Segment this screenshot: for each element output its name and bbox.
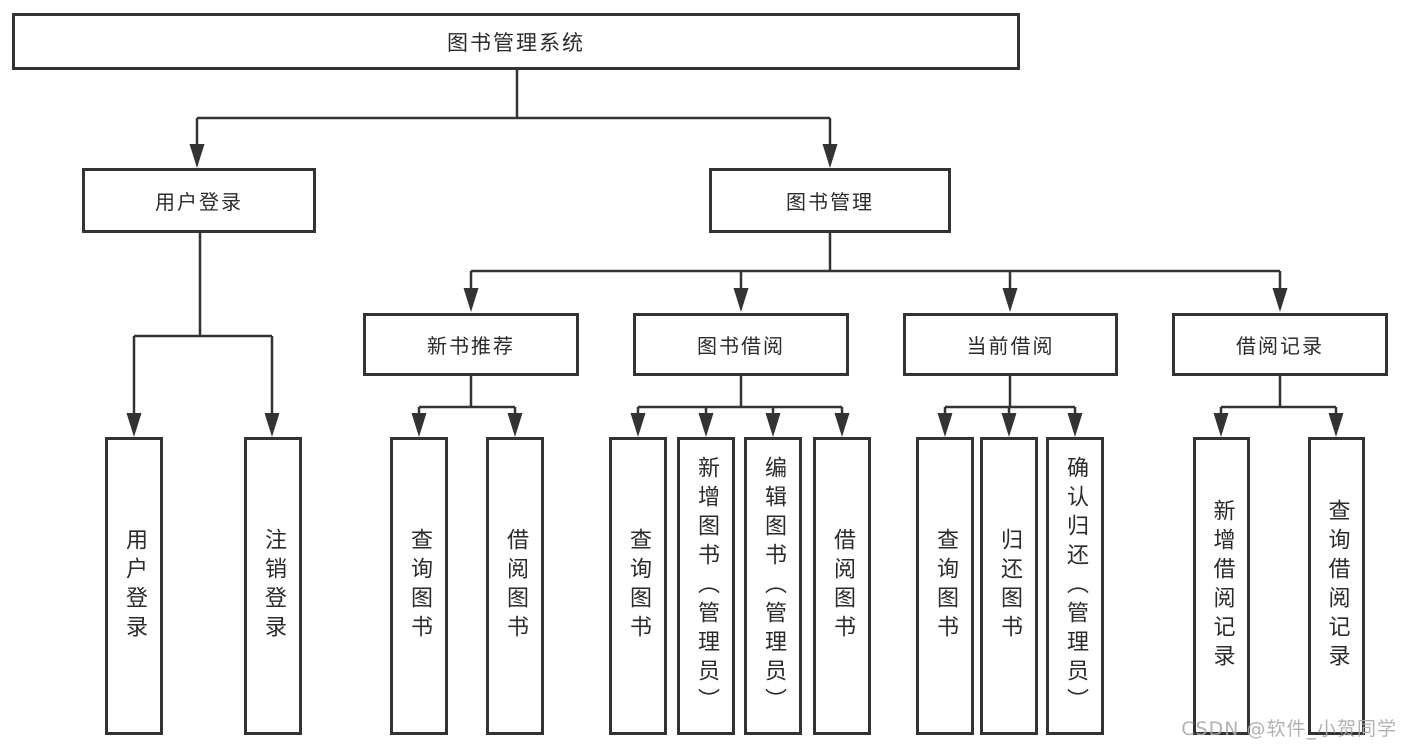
node-system-root: 图书管理系统 <box>12 13 1020 70</box>
connector-user-login-to-leaves <box>126 233 280 437</box>
node-book-borrow: 图书借阅 <box>633 313 849 376</box>
leaf-label: 查询图书 <box>933 528 958 644</box>
leaf-label: 归还图书 <box>997 528 1022 644</box>
leaf-label: 新增图书（管理员） <box>694 455 719 717</box>
leaf-label: 查询借阅记录 <box>1324 499 1350 673</box>
leaf-add-borrow-record: 新增借阅记录 <box>1193 437 1250 735</box>
watermark: CSDN @软件_小贺同学 <box>1181 718 1397 740</box>
node-user-login: 用户登录 <box>82 168 316 233</box>
leaf-logout: 注销登录 <box>244 437 302 735</box>
leaf-label: 注销登录 <box>261 528 286 644</box>
leaf-label: 新增借阅记录 <box>1209 499 1235 673</box>
connector-root-to-level2 <box>189 70 838 168</box>
leaf-add-book-admin: 新增图书（管理员） <box>677 437 735 735</box>
node-new-book-recommend: 新书推荐 <box>363 313 579 376</box>
leaf-borrow-books: 借阅图书 <box>813 437 871 735</box>
leaf-query-books-borrow: 查询图书 <box>609 437 667 735</box>
leaf-edit-book-admin: 编辑图书（管理员） <box>744 437 802 735</box>
leaf-user-login: 用户登录 <box>105 437 163 735</box>
leaf-label: 借阅图书 <box>503 528 528 644</box>
leaf-label: 借阅图书 <box>830 528 855 644</box>
connector-book-management-to-level3 <box>463 233 1288 312</box>
node-book-management: 图书管理 <box>709 168 951 233</box>
node-borrow-records: 借阅记录 <box>1172 313 1388 376</box>
leaf-borrow-books-recommend: 借阅图书 <box>486 437 544 735</box>
connector-book-borrow-to-leaves <box>630 376 850 437</box>
leaf-label: 确认归还（管理员） <box>1063 455 1088 717</box>
connector-current-borrow-to-leaves <box>937 376 1083 437</box>
leaf-query-books-current: 查询图书 <box>916 437 974 735</box>
connector-new-book-recommend-to-leaves <box>411 376 523 437</box>
leaf-label: 用户登录 <box>122 528 147 644</box>
leaf-return-book: 归还图书 <box>980 437 1038 735</box>
node-current-borrow: 当前借阅 <box>903 313 1118 376</box>
leaf-query-borrow-record: 查询借阅记录 <box>1308 437 1365 735</box>
connector-borrow-records-to-leaves <box>1213 376 1344 437</box>
leaf-label: 编辑图书（管理员） <box>761 455 786 717</box>
leaf-label: 查询图书 <box>407 528 432 644</box>
leaf-confirm-return-admin: 确认归还（管理员） <box>1046 437 1104 735</box>
leaf-label: 查询图书 <box>626 528 651 644</box>
leaf-query-books-recommend: 查询图书 <box>390 437 448 735</box>
